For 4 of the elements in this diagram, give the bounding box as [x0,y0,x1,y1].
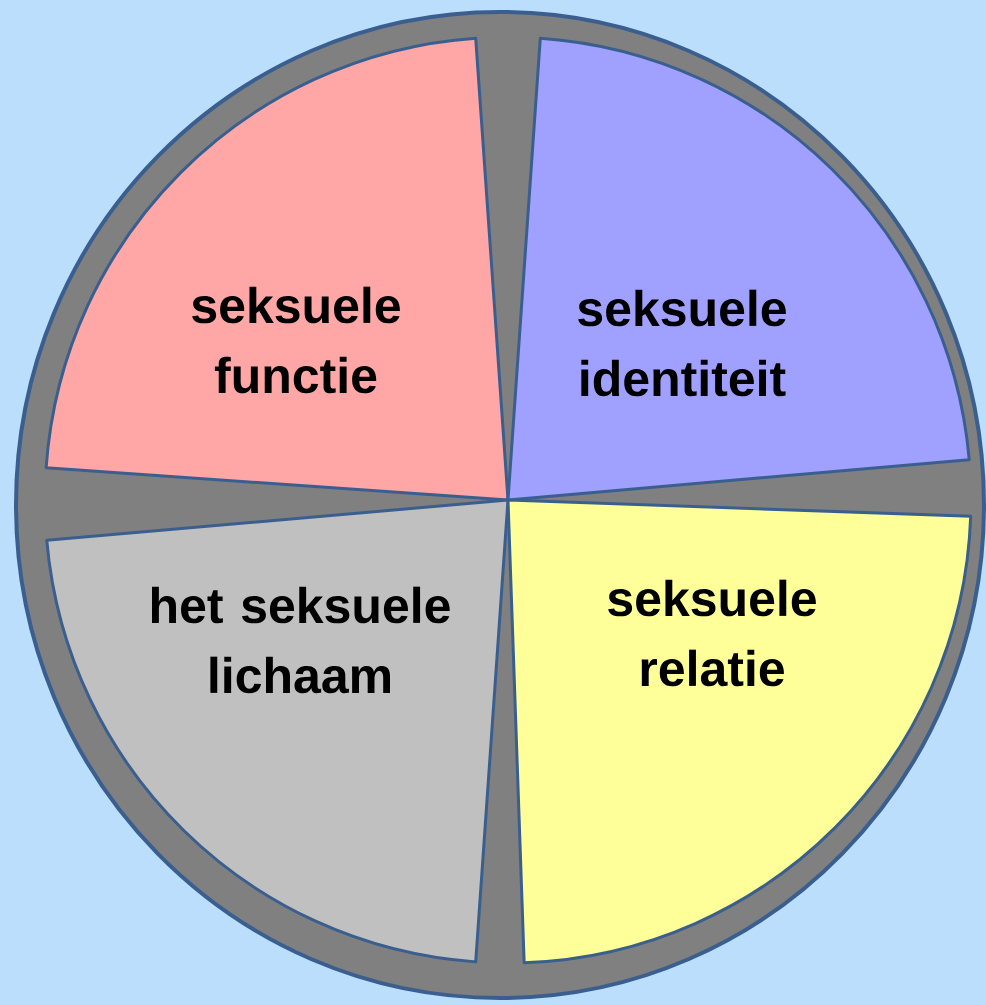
sector: seksuele identiteit [506,36,971,502]
sector: seksuele functie [44,36,510,502]
sector: het seksuele lichaam [45,498,510,964]
sector: seksuele relatie [506,498,973,965]
